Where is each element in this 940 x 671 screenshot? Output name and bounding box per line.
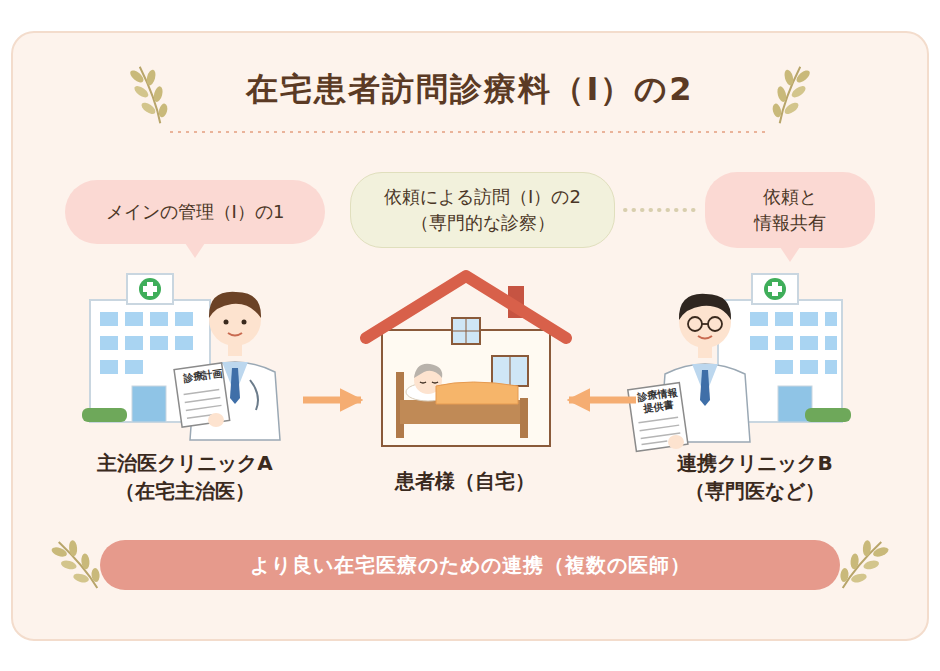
caption: 主治医クリニックA （在宅主治医） <box>85 449 285 505</box>
caption-holder: 連携クリニックB （専門医など） <box>640 449 870 505</box>
node-text: メインの管理（Ⅰ）の1 <box>106 199 285 225</box>
caption: 連携クリニックB （専門医など） <box>655 449 855 505</box>
speech-bubble: 依頼と 情報共有 <box>705 172 875 248</box>
home-scene: 患者様（自宅） <box>365 270 565 495</box>
caption-holder: 患者様（自宅） <box>365 467 565 495</box>
node-text: 依頼と 情報共有 <box>735 184 845 236</box>
title: 在宅患者訪問診療料（Ⅰ）の2 <box>0 68 940 112</box>
node-text: 依頼による訪問（Ⅰ）の2 （専門的な診察） <box>365 184 600 236</box>
dotted-link <box>625 208 695 212</box>
node-text: より良い在宅医療のための連携（複数の医師） <box>250 552 691 579</box>
caption: 患者様（自宅） <box>395 467 535 495</box>
flow-arrow <box>303 397 361 404</box>
speech-bubble: 依頼による訪問（Ⅰ）の2 （専門的な診察） <box>350 172 615 248</box>
caption-holder: 主治医クリニックA （在宅主治医） <box>71 449 299 505</box>
flow-arrow <box>569 397 636 404</box>
clinic-scene: 主治医クリニックA （在宅主治医） <box>71 270 299 505</box>
speech-bubble: メインの管理（Ⅰ）の1 <box>65 180 325 244</box>
summary-band: より良い在宅医療のための連携（複数の医師） <box>100 540 840 590</box>
